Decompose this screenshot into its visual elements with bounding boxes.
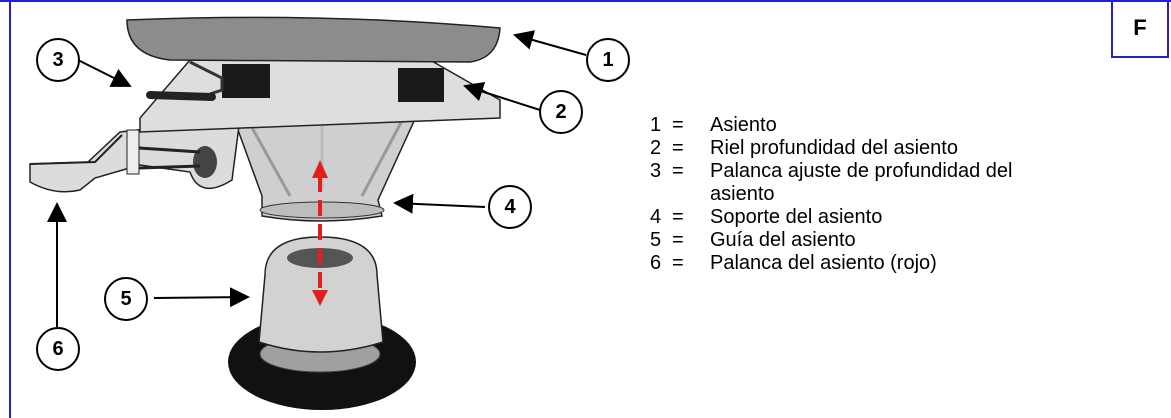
legend-number: 5: [650, 229, 662, 251]
page-letter: F: [1133, 15, 1147, 40]
frame-top-line: [0, 0, 1171, 2]
legend-number: 3: [650, 160, 662, 182]
leader-2: [463, 81, 541, 111]
page-letter-box: F: [1111, 0, 1169, 58]
callout-1: 1: [586, 38, 630, 82]
legend-number: 1: [650, 114, 662, 136]
legend-item-5: 5 = Guía del asiento: [650, 229, 1050, 252]
legend-label: Palanca del asiento (rojo): [710, 252, 937, 274]
legend-item-4: 4 = Soporte del asiento: [650, 206, 1050, 229]
legend-equals: =: [672, 114, 684, 136]
leader-1: [513, 30, 587, 56]
callout-5: 5: [104, 277, 148, 321]
callout-4-number: 4: [504, 195, 516, 218]
legend-number: 2: [650, 137, 662, 159]
legend-item-2: 2 = Riel profundidad del asiento: [650, 137, 1050, 160]
legend-equals: =: [672, 160, 684, 182]
callout-5-number: 5: [120, 287, 132, 310]
callout-3-number: 3: [52, 48, 64, 71]
legend-item-6: 6 = Palanca del asiento (rojo): [650, 252, 1050, 275]
legend-label: Palanca ajuste de profundidad del asient…: [710, 160, 1013, 205]
depth-adjust-lever: [146, 60, 224, 101]
frame-left-line: [9, 0, 11, 418]
legend-equals: =: [672, 206, 684, 228]
callout-2-number: 2: [555, 100, 567, 123]
legend-item-3: 3 = Palanca ajuste de profundidad del as…: [650, 160, 1050, 206]
legend-equals: =: [672, 229, 684, 251]
callout-6-number: 6: [52, 337, 64, 360]
callout-2: 2: [539, 90, 583, 134]
callout-4: 4: [488, 185, 532, 229]
legend-equals: =: [672, 137, 684, 159]
seat-rail: [139, 59, 501, 133]
leader-4: [393, 193, 486, 214]
legend-number: 4: [650, 206, 662, 228]
legend-equals: =: [672, 252, 684, 274]
leader-3: [77, 59, 132, 87]
seat-lever: [29, 117, 241, 193]
callout-1-number: 1: [602, 48, 614, 71]
legend-item-1: 1 = Asiento: [650, 114, 1050, 137]
red-movement-arrow: [312, 160, 328, 306]
callout-3: 3: [36, 38, 80, 82]
callout-6: 6: [36, 327, 80, 371]
leader-5: [153, 287, 250, 308]
legend-label: Riel profundidad del asiento: [710, 137, 958, 159]
seat-cushion: [126, 16, 501, 63]
legend-label: Asiento: [710, 114, 777, 136]
legend: 1 = Asiento 2 = Riel profundidad del asi…: [650, 114, 1050, 275]
leader-arrows: [47, 30, 587, 327]
legend-label: Soporte del asiento: [710, 206, 883, 228]
legend-label: Guía del asiento: [710, 229, 856, 251]
legend-number: 6: [650, 252, 662, 274]
